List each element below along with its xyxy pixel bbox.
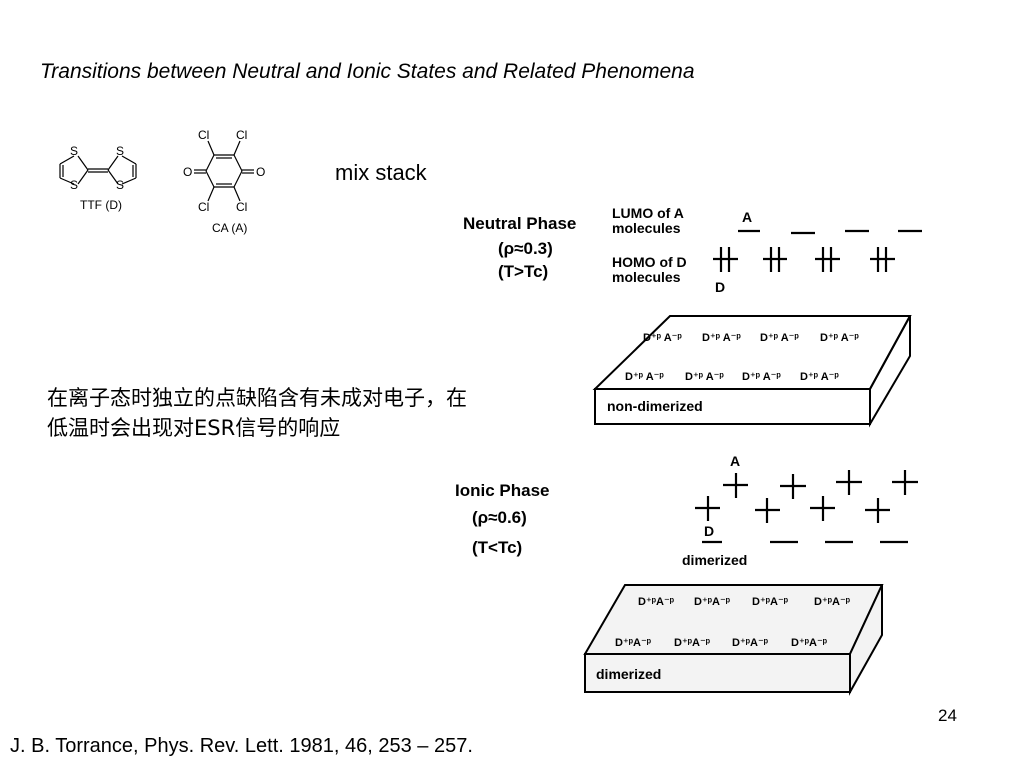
a-mark: A (742, 209, 752, 225)
crystal-row-cell: D⁺ᵖA⁻ᵖ (732, 637, 769, 649)
crystal-row-cell: D⁺ᵖ A⁻ᵖ (800, 371, 839, 383)
mix-stack-label: mix stack (335, 160, 427, 185)
crystal-row-cell: D⁺ᵖA⁻ᵖ (752, 596, 789, 608)
ttf-s-atom: S (70, 144, 78, 158)
ionic-phase-figure: Ionic Phase (ρ≈0.6) (T<Tc) A D dimerized… (455, 453, 918, 696)
ionic-phase-temp: (T<Tc) (472, 538, 522, 557)
crystal-row-cell: D⁺ᵖ A⁻ᵖ (685, 371, 724, 383)
crystal-row-cell: D⁺ᵖ A⁻ᵖ (760, 332, 799, 344)
crystal-row-cell: D⁺ᵖA⁻ᵖ (694, 596, 731, 608)
ionic-crystal-slab (583, 584, 884, 696)
ca-cl-atom: Cl (236, 200, 247, 214)
ttf-s-atom: S (116, 178, 124, 192)
homo-label: HOMO of D (612, 254, 687, 270)
crystal-label: dimerized (596, 666, 661, 682)
ionic-phase-title: Ionic Phase (455, 481, 549, 500)
ionic-phase-rho: (ρ≈0.6) (472, 508, 527, 527)
crystal-row-cell: D⁺ᵖA⁻ᵖ (615, 637, 652, 649)
neutral-phase-figure: Neutral Phase (ρ≈0.3) (T>Tc) LUMO of A m… (463, 205, 922, 428)
crystal-row-cell: D⁺ᵖA⁻ᵖ (814, 596, 851, 608)
lumo-levels (738, 229, 922, 235)
page-number: 24 (938, 706, 957, 725)
ca-cl-atom: Cl (236, 128, 247, 142)
reference-citation: J. B. Torrance, Phys. Rev. Lett. 1981, 4… (10, 735, 473, 757)
homo-levels (713, 247, 895, 272)
ca-cl-atom: Cl (198, 128, 209, 142)
d-mark: D (704, 523, 714, 539)
a-mark: A (730, 453, 740, 469)
ionic-d-levels (695, 496, 908, 544)
ttf-structure: S S S S TTF (D) (59, 144, 137, 212)
ca-label: CA (A) (212, 221, 247, 235)
chinese-note: 在离子态时独立的点缺陷含有未成对电子，在低温时会出现对ESR信号的响应 (47, 386, 467, 440)
ca-cl-atom: Cl (198, 200, 209, 214)
d-mark: D (715, 279, 725, 295)
crystal-row-cell: D⁺ᵖA⁻ᵖ (791, 637, 828, 649)
slide-title: Transitions between Neutral and Ionic St… (40, 60, 695, 83)
lumo-label: LUMO of A (612, 205, 684, 221)
ca-o-atom: O (183, 165, 192, 179)
ttf-label: TTF (D) (80, 198, 122, 212)
crystal-row-cell: D⁺ᵖ A⁻ᵖ (742, 371, 781, 383)
neutral-phase-rho: (ρ≈0.3) (498, 239, 553, 258)
ca-structure: Cl Cl Cl Cl O O CA (A) (183, 128, 265, 235)
ttf-s-atom: S (70, 178, 78, 192)
neutral-crystal-slab (592, 315, 912, 428)
neutral-phase-temp: (T>Tc) (498, 262, 548, 281)
crystal-label: non-dimerized (607, 398, 703, 414)
dimer-label: dimerized (682, 552, 747, 568)
crystal-row-cell: D⁺ᵖ A⁻ᵖ (820, 332, 859, 344)
ionic-a-levels (723, 470, 918, 499)
ca-o-atom: O (256, 165, 265, 179)
crystal-row-cell: D⁺ᵖ A⁻ᵖ (702, 332, 741, 344)
crystal-row-cell: D⁺ᵖ A⁻ᵖ (643, 332, 682, 344)
lumo-label: molecules (612, 220, 681, 236)
homo-label: molecules (612, 269, 681, 285)
crystal-row-cell: D⁺ᵖA⁻ᵖ (674, 637, 711, 649)
crystal-row-cell: D⁺ᵖ A⁻ᵖ (625, 371, 664, 383)
neutral-phase-title: Neutral Phase (463, 214, 576, 233)
ttf-s-atom: S (116, 144, 124, 158)
crystal-row-cell: D⁺ᵖA⁻ᵖ (638, 596, 675, 608)
